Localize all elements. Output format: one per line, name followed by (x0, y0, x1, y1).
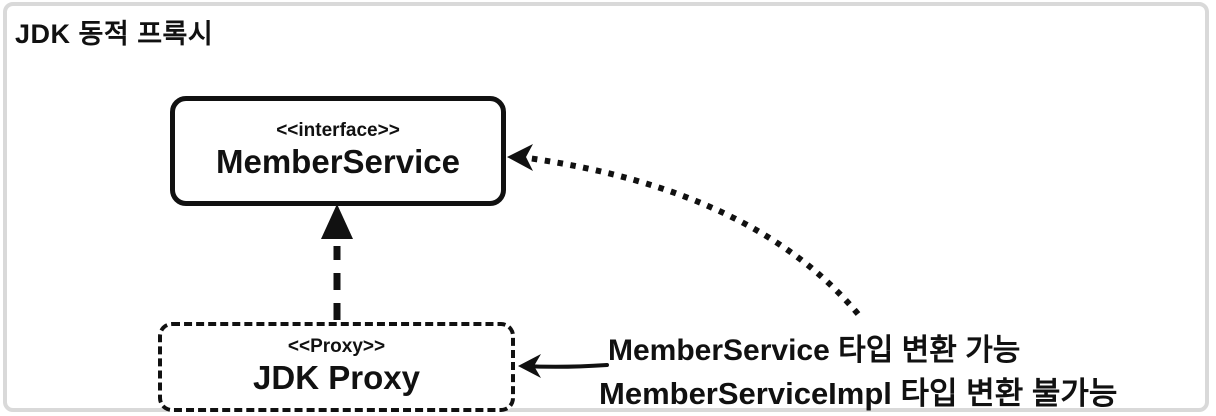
annotation-line-cast-possible: MemberService 타입 변환 가능 (608, 334, 1021, 367)
interface-name-label: MemberService (216, 143, 460, 181)
proxy-stereotype-label: <<Proxy>> (287, 336, 386, 358)
proxy-box: <<Proxy>> JDK Proxy (158, 322, 515, 412)
interface-stereotype-label: <<interface>> (276, 120, 400, 142)
outer-frame (3, 2, 1209, 412)
annotation-line-cast-impossible: MemberServiceImpl 타입 변환 불가능 (599, 376, 1118, 411)
diagram-title: JDK 동적 프록시 (15, 19, 214, 49)
interface-box: <<interface>> MemberService (170, 96, 506, 206)
proxy-name-label: JDK Proxy (253, 359, 420, 397)
